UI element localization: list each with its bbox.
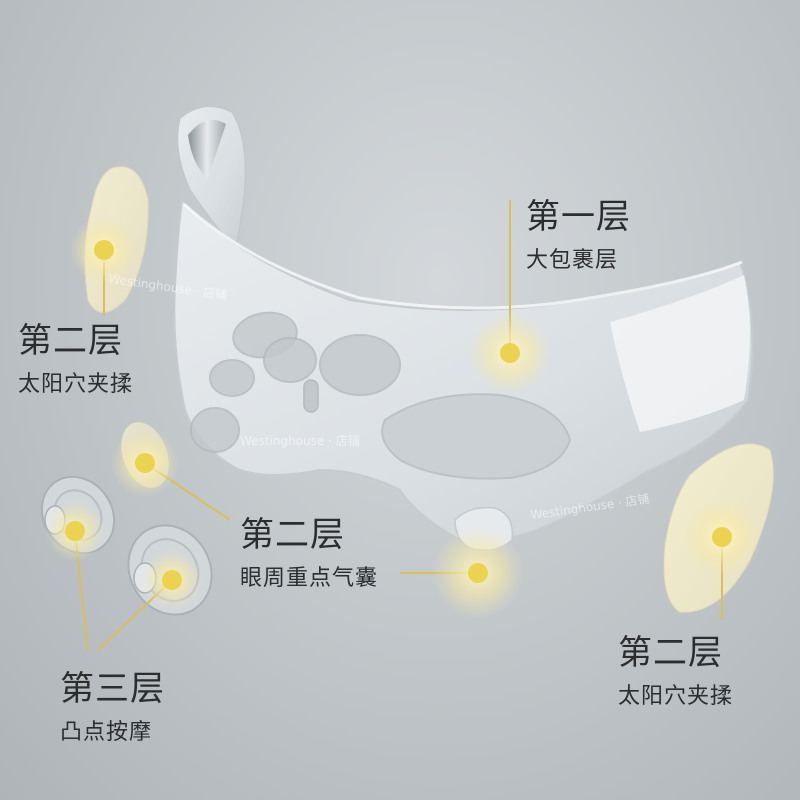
highlight-dot xyxy=(135,453,155,473)
callout-subtitle: 大包裹层 xyxy=(526,248,619,273)
mask-cutout xyxy=(190,407,240,453)
mask-slot xyxy=(303,379,319,413)
watermark-suffix: 店铺 xyxy=(202,285,229,303)
highlight-dot xyxy=(162,570,182,590)
callout-subtitle: 太阳穴夹揉 xyxy=(618,684,734,709)
callout-layer2-temple-right: 第二层 太阳穴夹揉 xyxy=(618,636,733,708)
highlight-dot xyxy=(94,240,114,260)
mask-cutout xyxy=(263,337,317,383)
callout-subtitle: 太阳穴夹揉 xyxy=(18,372,134,397)
highlight-dot xyxy=(712,527,732,547)
callout-layer1: 第一层 大包裹层 xyxy=(526,200,631,272)
highlight-dot xyxy=(468,563,488,583)
mask-top-rim xyxy=(182,202,743,310)
callout-title: 第二层 xyxy=(240,515,345,555)
callout-layer2-eye: 第二层 眼周重点气囊 xyxy=(240,518,378,590)
mask-eye-opening-large xyxy=(381,393,572,480)
mask-cutout xyxy=(319,334,401,396)
watermark: Westinghouse · 店铺 xyxy=(240,434,360,448)
callout-subtitle: 眼周重点气囊 xyxy=(240,566,379,591)
highlight-points xyxy=(45,216,762,619)
callout-layer2-temple-left: 第二层 太阳穴夹揉 xyxy=(18,324,133,396)
mask-cutout xyxy=(209,359,255,397)
highlight-dot xyxy=(65,521,85,541)
watermark-suffix: 店铺 xyxy=(624,491,651,509)
watermark-suffix: 店铺 xyxy=(335,434,360,448)
callout-title: 第三层 xyxy=(60,669,165,709)
watermark-brand: Westinghouse xyxy=(240,434,325,448)
callout-title: 第一层 xyxy=(526,197,631,237)
callout-title: 第二层 xyxy=(618,633,723,673)
mask-left-fin-metal xyxy=(188,119,226,178)
highlight-dot xyxy=(500,343,520,363)
mask-right-panel xyxy=(610,275,750,432)
callout-subtitle: 凸点按摩 xyxy=(60,720,153,745)
eye-mask xyxy=(173,105,754,551)
callout-layer3: 第三层 凸点按摩 xyxy=(60,672,165,744)
callout-title: 第二层 xyxy=(18,321,123,361)
